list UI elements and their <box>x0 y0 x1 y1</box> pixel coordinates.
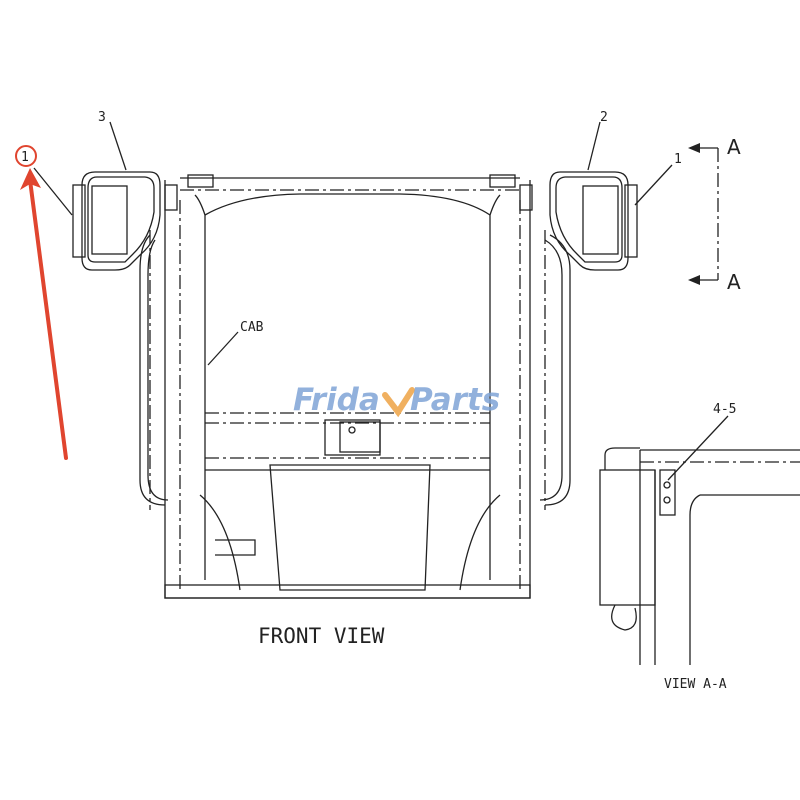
svg-text:Frida: Frida <box>293 382 380 418</box>
detail-view-title: VIEW A-A <box>664 677 727 692</box>
leader-4-5 <box>667 415 729 481</box>
front-view-title: FRONT VIEW <box>258 624 385 648</box>
leader-3 <box>109 121 127 171</box>
leader-cab <box>207 331 239 366</box>
leader-2 <box>587 121 601 171</box>
cab-frame <box>149 174 546 599</box>
callout-cab: CAB <box>240 320 264 335</box>
callout-3: 3 <box>98 110 106 125</box>
section-line-a-a <box>688 143 719 285</box>
leader-1-right <box>634 164 673 206</box>
callout-1-right: 1 <box>674 152 682 167</box>
leader-1-left <box>33 167 73 216</box>
section-marker-bottom: A <box>727 270 741 294</box>
detail-view-a-a <box>599 447 800 665</box>
highlighted-callout-1[interactable]: 1 <box>15 145 68 460</box>
right-mirror <box>539 171 638 506</box>
svg-text:Parts: Parts <box>410 382 500 418</box>
callout-4-5: 4-5 <box>713 402 736 417</box>
callout-2: 2 <box>600 110 608 125</box>
fridayparts-watermark-logo: Frida Parts <box>293 382 500 418</box>
left-mirror <box>72 171 169 506</box>
section-marker-top: A <box>727 135 741 159</box>
callout-1-left: 1 <box>21 150 29 165</box>
